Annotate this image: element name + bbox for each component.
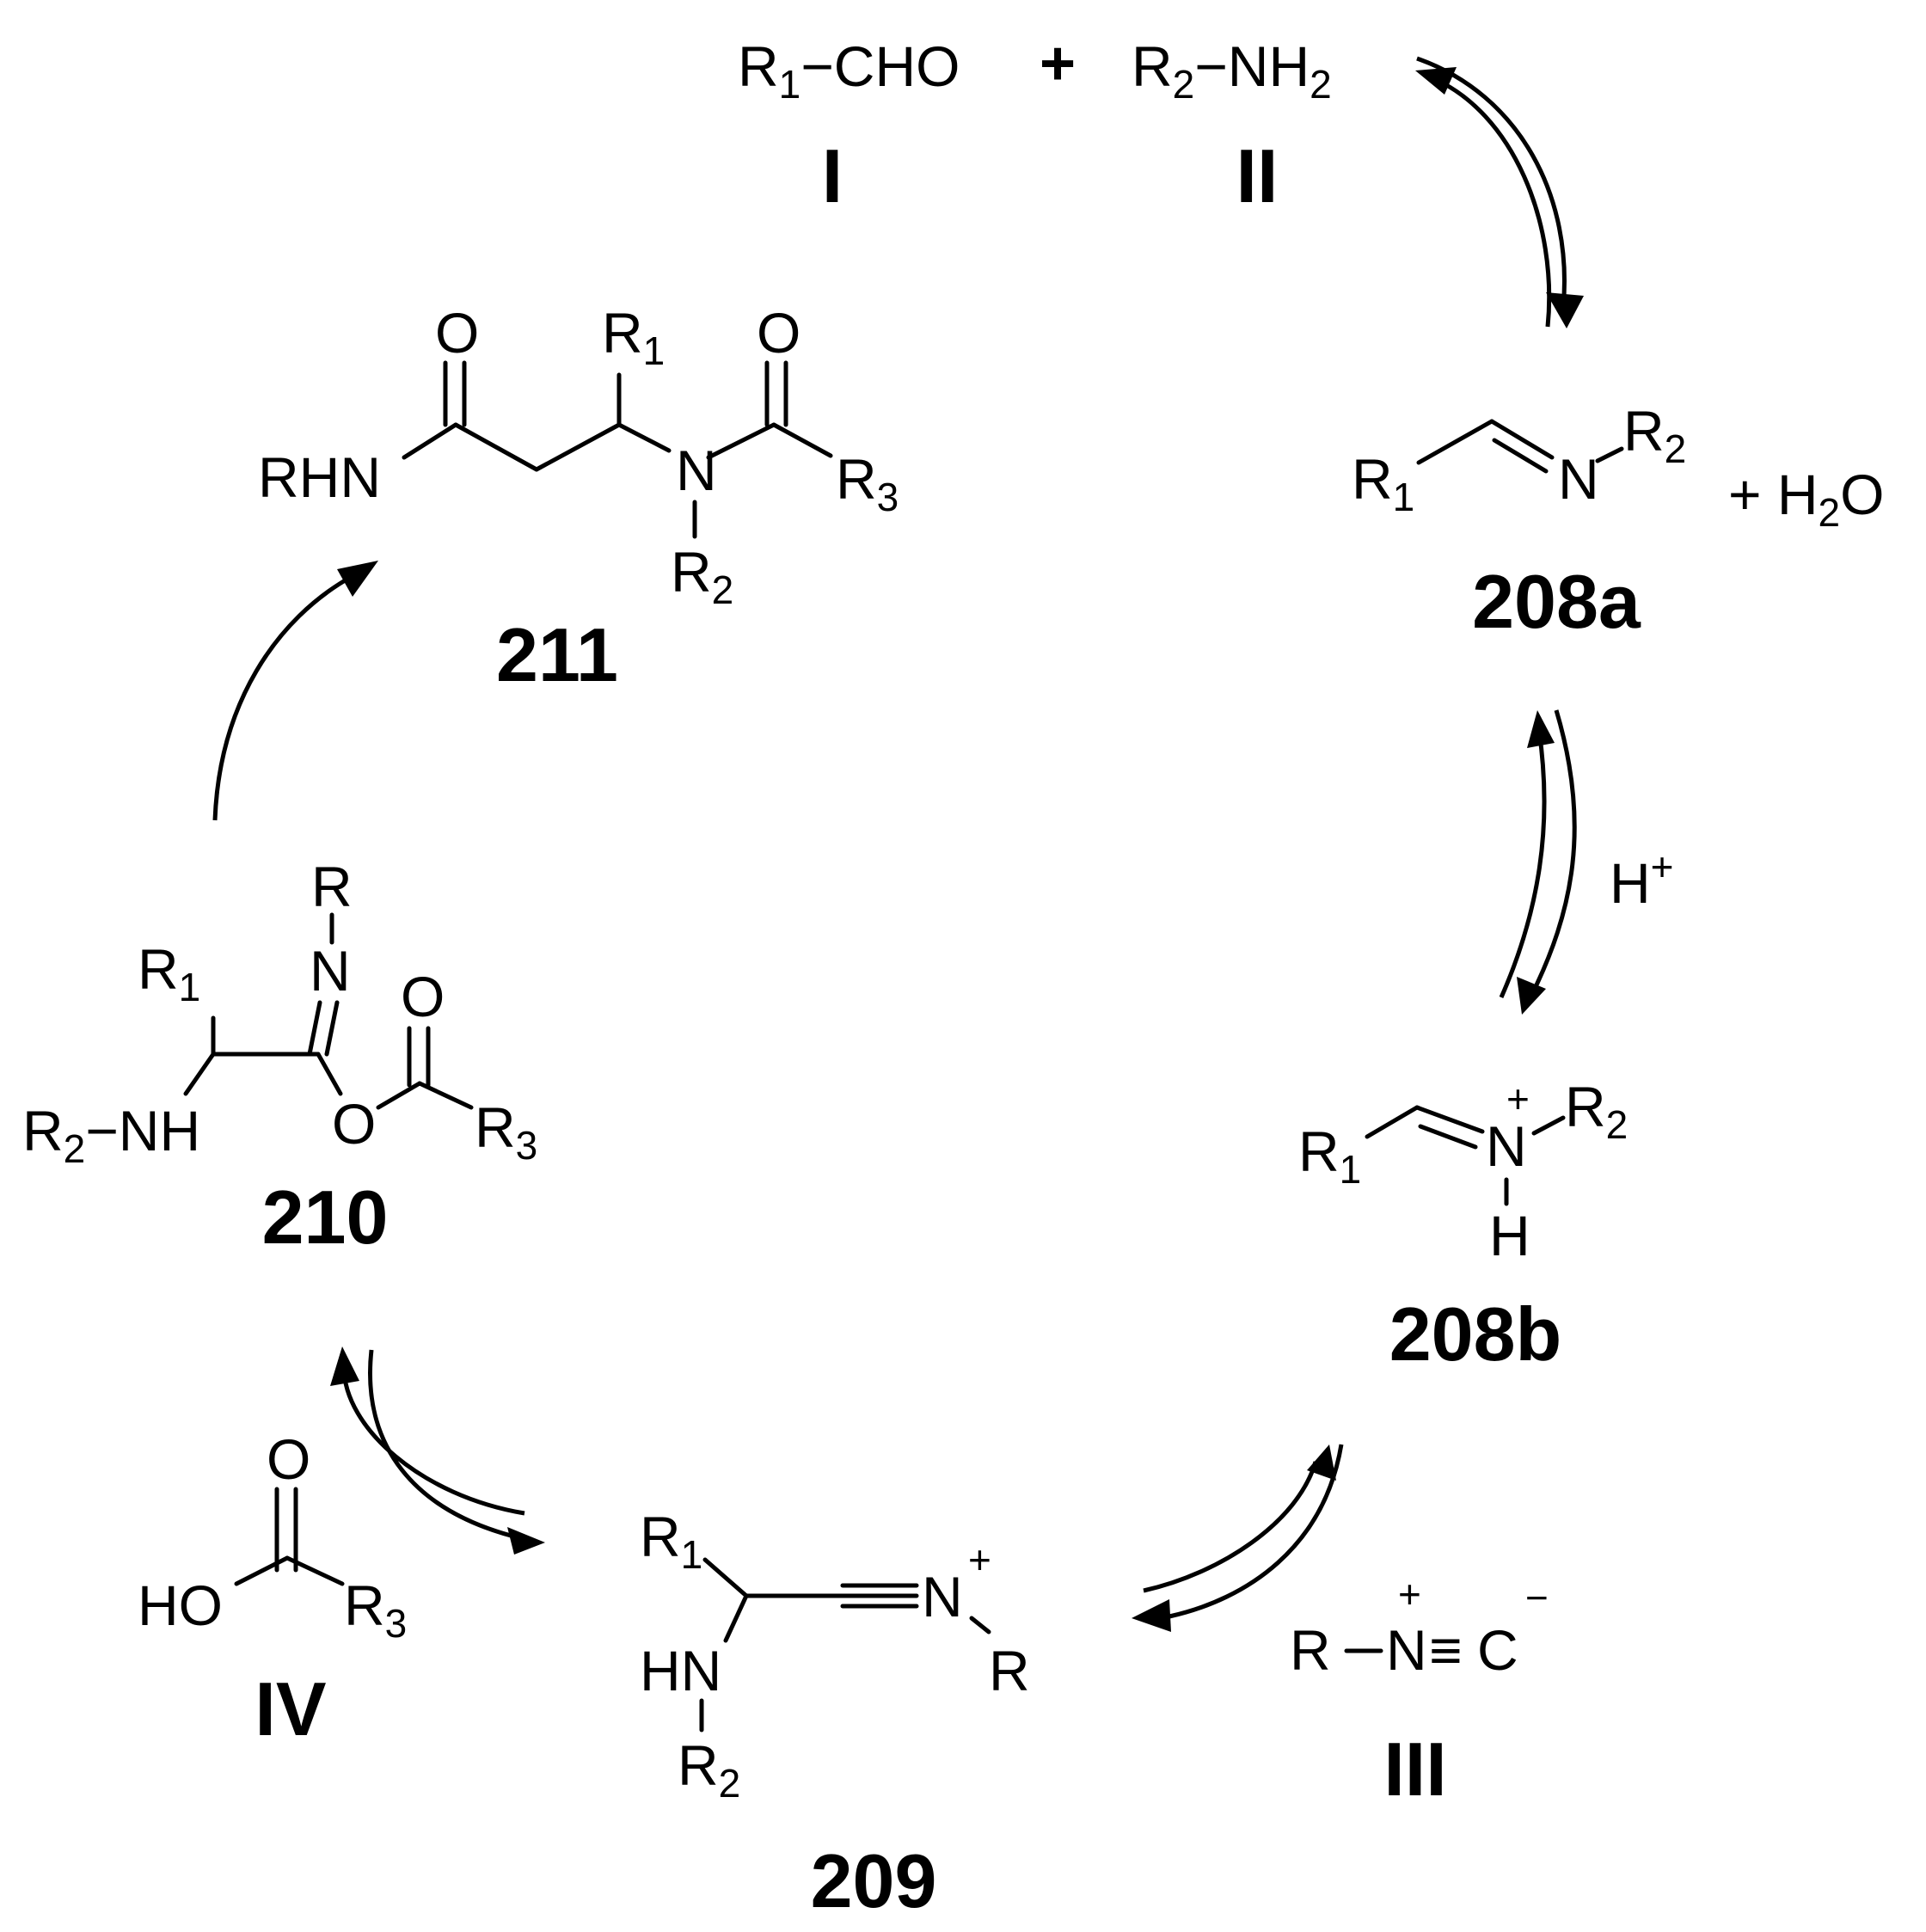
svg-text:R1: R1 <box>602 301 665 373</box>
svg-text:HN: HN <box>640 1639 721 1702</box>
plus-sign: + <box>1040 29 1076 98</box>
svg-text:R3: R3 <box>836 447 899 519</box>
svg-text:R: R <box>311 855 353 918</box>
isocyanide-III: R N + ≡ C − III <box>1290 1572 1549 1812</box>
label-II: II <box>1236 133 1279 218</box>
svg-text:O: O <box>435 301 479 365</box>
carboxylic-acid-IV: O HO R3 IV <box>138 1427 407 1751</box>
svg-text:N: N <box>310 939 351 1003</box>
water-byproduct: + H2O <box>1728 463 1884 535</box>
reactant-amine: R2−NH2 II <box>1132 34 1332 218</box>
svg-text:N: N <box>676 439 717 502</box>
svg-text:N: N <box>1558 447 1599 511</box>
svg-text:R: R <box>1290 1618 1331 1682</box>
equilibrium-arrow-210-209 <box>330 1346 545 1555</box>
label-208b: 208b <box>1389 1291 1562 1377</box>
svg-text:HO: HO <box>138 1573 223 1637</box>
compound-211: O RHN R1 N O R3 R2 211 <box>258 301 899 697</box>
label-208a: 208a <box>1472 559 1641 644</box>
label-209: 209 <box>811 1838 937 1923</box>
svg-text:R3: R3 <box>344 1573 407 1646</box>
compound-208a: R1 N R2 + H2O 208a <box>1352 399 1884 644</box>
reactant-aldehyde: R1−CHO I <box>738 34 960 218</box>
acid-catalyst-label: H+ <box>1610 844 1674 915</box>
svg-text:+: + <box>1398 1572 1421 1616</box>
svg-text:−: − <box>1525 1575 1549 1620</box>
compound-208b: R1 N + R2 H 208b <box>1298 1075 1628 1377</box>
svg-text:R1: R1 <box>1298 1119 1361 1192</box>
svg-text:O: O <box>401 965 445 1028</box>
svg-text:R1−CHO: R1−CHO <box>738 34 960 107</box>
svg-text:R3: R3 <box>475 1095 537 1168</box>
svg-text:H: H <box>1489 1204 1530 1267</box>
equilibrium-arrow-reactants-208a <box>1415 56 1584 328</box>
svg-text:R2: R2 <box>671 540 733 612</box>
svg-text:N: N <box>922 1565 963 1628</box>
svg-text:+: + <box>968 1537 991 1582</box>
label-III: III <box>1383 1727 1446 1812</box>
label-IV: IV <box>255 1666 326 1751</box>
svg-text:O: O <box>332 1092 376 1156</box>
compound-209: R1 N + R HN R2 209 <box>640 1505 1030 1923</box>
compound-210: R N R1 R2−NH O O R3 210 <box>22 855 537 1260</box>
svg-text:R2: R2 <box>1623 399 1686 471</box>
svg-text:R2−NH: R2−NH <box>22 1099 200 1171</box>
svg-text:+: + <box>1506 1076 1530 1121</box>
svg-text:N: N <box>1486 1114 1527 1178</box>
svg-text:O: O <box>267 1427 310 1491</box>
equilibrium-arrow-208b-209 <box>1132 1444 1344 1632</box>
arrow-210-to-211 <box>212 561 378 821</box>
svg-text:R2: R2 <box>678 1733 740 1806</box>
svg-text:R: R <box>989 1639 1030 1702</box>
svg-text:N: N <box>1386 1618 1427 1682</box>
svg-text:≡: ≡ <box>1429 1618 1463 1682</box>
svg-text:R2: R2 <box>1565 1075 1628 1147</box>
svg-text:O: O <box>757 301 800 365</box>
svg-text:C: C <box>1477 1618 1518 1682</box>
svg-text:R1: R1 <box>1352 447 1414 519</box>
svg-text:RHN: RHN <box>258 445 381 509</box>
svg-text:R2−NH2: R2−NH2 <box>1132 34 1332 107</box>
svg-text:R1: R1 <box>138 937 200 1009</box>
equilibrium-arrow-208a-208b <box>1499 709 1577 1015</box>
svg-text:R1: R1 <box>640 1505 702 1577</box>
label-211: 211 <box>496 612 618 697</box>
label-I: I <box>822 133 843 218</box>
label-210: 210 <box>262 1175 389 1260</box>
